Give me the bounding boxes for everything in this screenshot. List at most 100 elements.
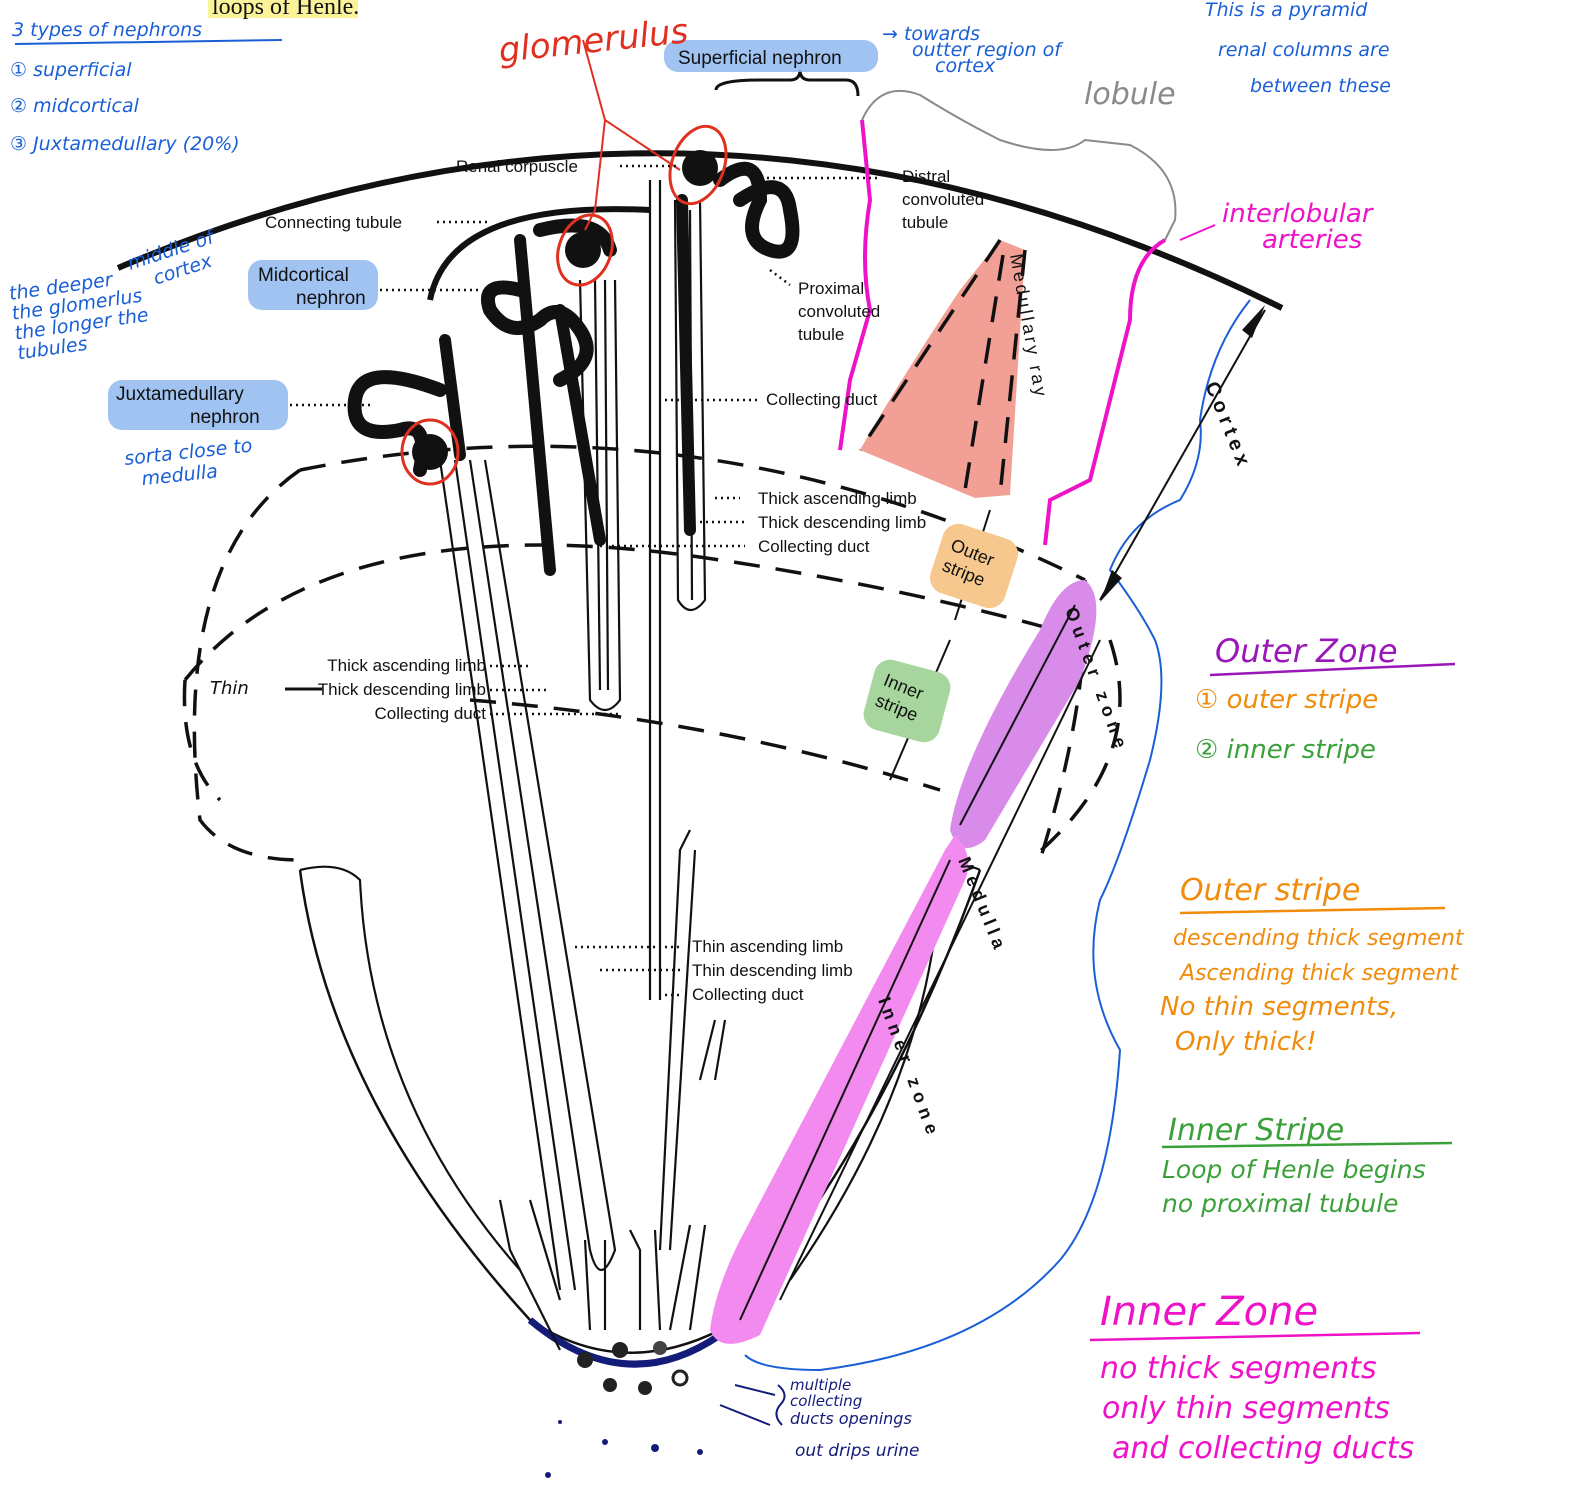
outer-zone-band (950, 580, 1097, 848)
outer-stripe-line4: Only thick! (1175, 1027, 1317, 1057)
inner-stripe-thin-descending: Thick descending limb (318, 680, 486, 699)
papilla-note-line3: ducts openings (790, 1409, 912, 1428)
outer-zone-item-2: ② inner stripe (1195, 735, 1376, 765)
outer-zone-note-title: Outer Zone (1215, 632, 1398, 670)
outer-stripe-note-title: Outer stripe (1180, 873, 1360, 908)
midcortical-label-line1: Midcortical (258, 265, 349, 286)
outer-zone-item-1: ① outer stripe (1195, 685, 1378, 715)
inner-zone-line1: no thick segments (1100, 1351, 1377, 1386)
proximal-tubule-label-line1: Proximal (798, 279, 864, 298)
blue-bracket-line (744, 299, 1251, 1372)
collecting-duct-cortex-label: Collecting duct (766, 390, 878, 409)
proximal-tubule-label-line3: tubule (798, 325, 844, 344)
inner-stripe-collecting-duct: Collecting duct (374, 704, 486, 723)
inner-zone-line2: only thin segments (1102, 1391, 1390, 1426)
inner-stripe-badge-bg (863, 659, 951, 743)
towards-outer-line3: cortex (935, 55, 996, 77)
inner-stripe-note-title: Inner Stripe (1168, 1113, 1344, 1148)
right-medulla-dash (1028, 639, 1122, 862)
medullary-ray-left-edge (858, 239, 1002, 451)
papilla-right-column (789, 865, 981, 1281)
nephron-tubules (438, 180, 707, 1291)
nephron-type-1: ① superficial (10, 59, 132, 81)
glomeruli (400, 124, 728, 486)
juxtamedullary-label-line1: Juxtamedullary (116, 384, 244, 405)
papilla-left-column (299, 865, 521, 1271)
distal-tubule-label-line3: tubule (902, 213, 948, 232)
interlobular-line1: interlobular (1222, 199, 1375, 229)
juxtamedullary-highlight (108, 380, 288, 430)
outer-stripe-collecting-duct: Collecting duct (758, 537, 870, 556)
interlobular-line2: arteries (1262, 225, 1362, 255)
duct-openings (577, 1341, 689, 1395)
distal-tubule-label-line2: convoluted (902, 190, 984, 209)
right-inner-dash (1038, 579, 1088, 861)
connecting-tubule (427, 206, 651, 301)
interlobular-arteries-note: interlobular arteries (1179, 199, 1375, 255)
thick-segments (439, 194, 696, 576)
towards-outer-line1: → towards (882, 23, 980, 45)
papillary-collecting-ducts (498, 829, 727, 1351)
inner-zone-label: Inner zone (874, 995, 944, 1143)
outer-stripe-thick-descending: Thick descending limb (758, 513, 926, 532)
thin-correction: Thin (210, 678, 249, 699)
inner-zone-note-title: Inner Zone (1100, 1289, 1318, 1335)
zone-arrows (739, 604, 1101, 1321)
towards-outer-line2: outter region of (912, 39, 1064, 61)
inner-stripe-thick-ascending: Thick ascending limb (327, 656, 486, 675)
convoluted-tubules (347, 161, 800, 477)
cortex-arrow (1099, 305, 1266, 602)
superficial-nephron-highlight (664, 40, 878, 72)
inner-zone-note: Inner Zone no thick segments only thin s… (1089, 1289, 1421, 1466)
pyramid-note-line3: between these (1250, 75, 1391, 97)
outer-zone-note: Outer Zone ① outer stripe ② inner stripe (1195, 632, 1456, 765)
pyramid-note-line2: renal columns are (1218, 39, 1390, 61)
nephron-types-title: 3 types of nephrons (12, 19, 202, 41)
medulla-label: Medulla (954, 854, 1011, 956)
papilla-note-line2: collecting (790, 1392, 862, 1410)
glomerulus-pointer-lines (582, 39, 681, 231)
papilla-outline (298, 869, 982, 1354)
medullary-ray-fill (860, 240, 1025, 498)
leader-lines (290, 164, 880, 997)
pyramid-note-line1: This is a pyramid (1205, 0, 1368, 21)
stripe-lower-boundary (469, 698, 941, 792)
renal-corpuscle-label: Renal corpuscle (456, 157, 578, 176)
superficial-bracket (714, 69, 860, 97)
inner-zone-collecting-duct: Collecting duct (692, 985, 804, 1004)
connecting-tubule-label: Connecting tubule (265, 213, 402, 232)
top-text-highlight (208, 0, 358, 18)
nephron-types-note: 3 types of nephrons ① superficial ② midc… (10, 19, 283, 155)
towards-outer-note: → towards outter region of cortex (882, 23, 1064, 77)
outer-stripe-line3: No thin segments, (1160, 992, 1398, 1022)
outer-stripe-note: Outer stripe descending thick segment As… (1160, 873, 1465, 1057)
nephron-type-3: ③ Juxtamedullary (20%) (10, 133, 240, 155)
inner-zone-thin-descending: Thin descending limb (692, 961, 853, 980)
inner-stripe-note: Inner Stripe Loop of Henle begins no pro… (1161, 1113, 1453, 1218)
inner-stripe-left-edge (182, 679, 222, 802)
midcortical-label-line2: nephron (296, 288, 366, 309)
superficial-nephron-label: Superficial nephron (678, 48, 842, 69)
cortex-label: Cortex (1200, 379, 1255, 474)
juxtamedullary-label-line2: nephron (190, 407, 260, 428)
inner-stripe-line2: no proximal tubule (1162, 1189, 1399, 1218)
proximal-tubule-label-line2: convoluted (798, 302, 880, 321)
glomerulus-annotation: glomerulus (497, 11, 690, 71)
outer-stripe-line1: descending thick segment (1173, 926, 1465, 951)
top-cut-text: loops of Henle. (212, 0, 359, 20)
lobule-outline (861, 90, 1177, 241)
nephron-type-2: ② midcortical (10, 95, 140, 117)
distal-tubule-label-line1: Distral (902, 167, 950, 186)
interlobular-artery-left (838, 119, 873, 451)
outer-stripe-thick-ascending: Thick ascending limb (758, 489, 917, 508)
inner-stripe-line1: Loop of Henle begins (1162, 1155, 1426, 1184)
outer-stripe-outline (192, 468, 301, 862)
papilla-note: multiple collecting ducts openings out d… (719, 1376, 920, 1461)
pyramid-note: This is a pyramid renal columns are betw… (1205, 0, 1391, 97)
papilla-note-line4: out drips urine (795, 1441, 920, 1461)
urine-drips (545, 1420, 703, 1478)
inner-zone-band (710, 835, 969, 1344)
close-to-medulla-note: sorta close to medulla (123, 435, 253, 491)
inner-zone-thin-ascending: Thin ascending limb (692, 937, 843, 956)
inner-zone-line3: and collecting ducts (1112, 1431, 1414, 1466)
